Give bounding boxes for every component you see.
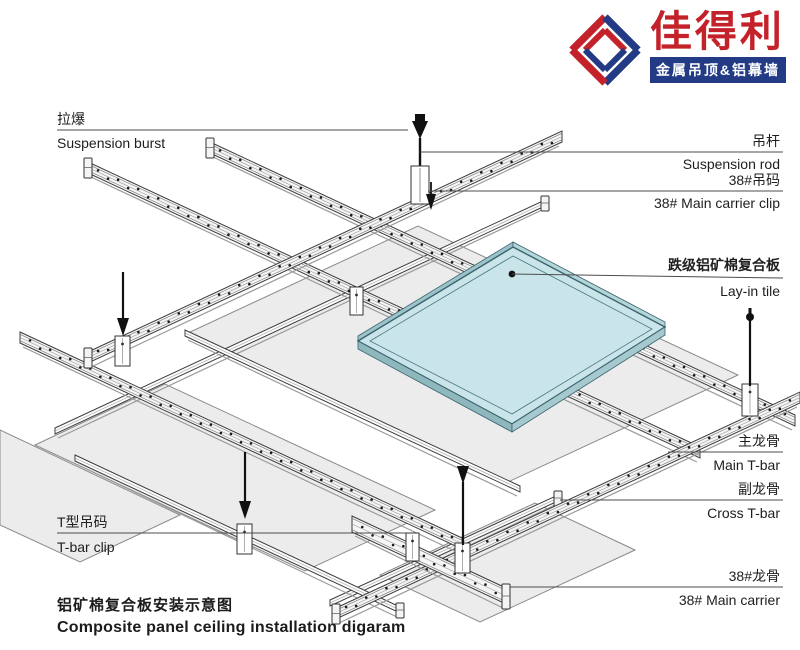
t-bar-clip <box>114 335 131 367</box>
t-bar-clip <box>349 286 364 316</box>
label-carrier-clip-en: 38# Main carrier clip <box>654 195 780 211</box>
main-t-bar <box>19 331 463 554</box>
figure-caption: 铝矿棉复合板安装示意图 Composite panel ceiling inst… <box>57 594 405 637</box>
ceiling-panel <box>378 502 637 623</box>
suspension-hardware <box>117 114 754 545</box>
brand-name: 佳得利 <box>649 8 785 55</box>
ceiling-panel <box>0 429 182 563</box>
label-suspension-burst-en: Suspension burst <box>57 135 165 151</box>
label-suspension-burst-zh: 拉爆 <box>57 111 85 127</box>
label-main-carrier-en: 38# Main carrier <box>679 592 780 608</box>
label-cross-t-bar-en: Cross T-bar <box>707 505 780 521</box>
suspension-rod <box>457 466 469 545</box>
t-bar-clip <box>454 542 471 574</box>
label-main-carrier-zh: 38#龙骨 <box>729 568 780 584</box>
lay-in-tile <box>356 241 667 433</box>
suspension-rod <box>239 452 251 519</box>
leader-lines <box>57 129 784 588</box>
label-main-t-bar-en: Main T-bar <box>713 457 780 473</box>
t-bar-clip <box>741 383 759 417</box>
label-carrier-clip-zh: 38#吊码 <box>729 172 780 188</box>
label-t-bar-clip-zh: T型吊码 <box>57 514 108 530</box>
t-bar-clip <box>405 532 420 562</box>
label-suspension-rod-zh: 吊杆 <box>752 133 780 149</box>
main-t-bar <box>83 130 563 369</box>
suspension-burst-anchor <box>412 121 428 139</box>
label-t-bar-clip-en: T-bar clip <box>57 539 115 555</box>
figure-caption-en: Composite panel ceiling installation dig… <box>57 619 406 636</box>
suspension-rod <box>746 308 754 386</box>
suspension-rod <box>410 114 436 210</box>
label-lay-in-tile-zh: 跌级铝矿棉复合板 <box>668 257 781 273</box>
suspension-rod <box>117 272 129 336</box>
brand-logo: 佳得利 金属吊顶&铝幕墙 <box>568 8 786 90</box>
brand-logo-mark <box>569 14 641 86</box>
label-cross-t-bar-zh: 副龙骨 <box>738 481 780 497</box>
brand-tagline: 金属吊顶&铝幕墙 <box>649 57 786 84</box>
label-suspension-rod-en: Suspension rod <box>683 156 780 172</box>
ceiling-panel <box>33 383 437 572</box>
label-lay-in-tile-en: Lay-in tile <box>720 283 780 299</box>
labels: 拉爆 Suspension burst 吊杆 Suspension rod 38… <box>57 111 781 608</box>
figure-caption-zh: 铝矿棉复合板安装示意图 <box>57 597 234 614</box>
main-carrier-38 <box>351 515 511 610</box>
t-bar-clip <box>236 523 253 555</box>
label-main-t-bar-zh: 主龙骨 <box>738 433 780 449</box>
